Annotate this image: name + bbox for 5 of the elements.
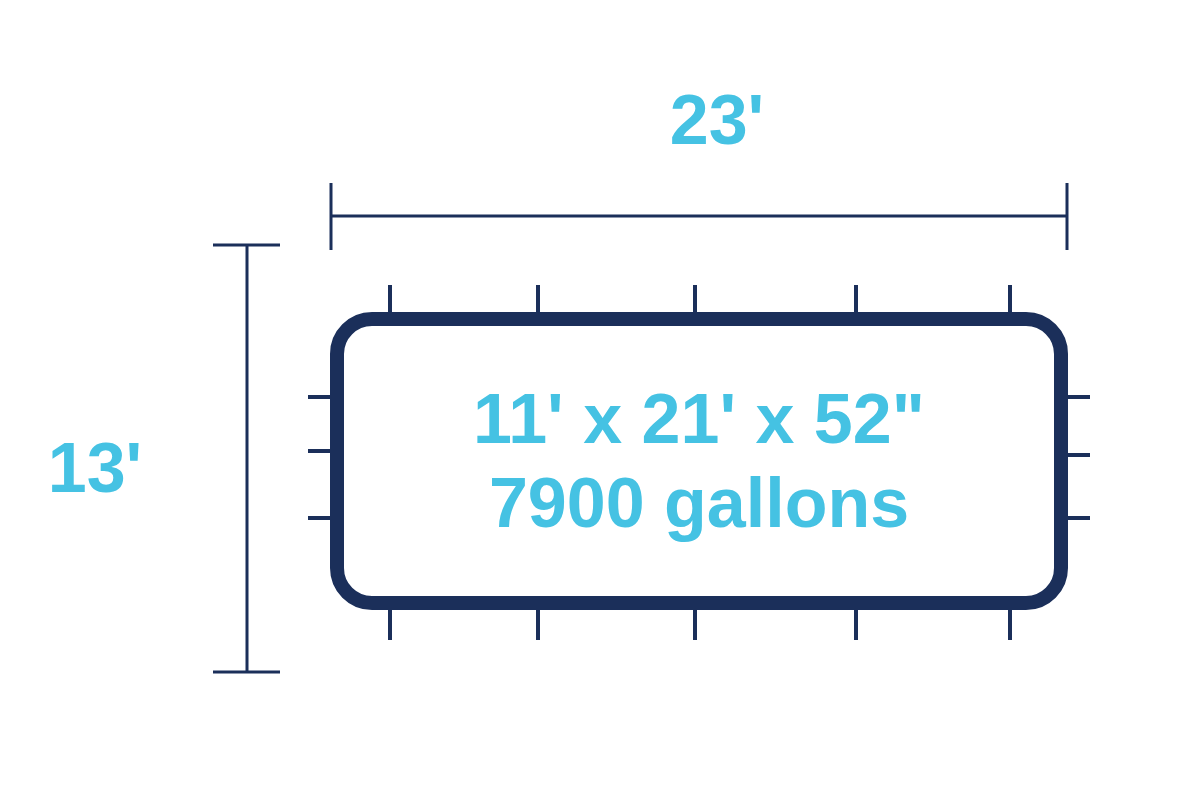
pool-dimensions: 11' x 21' x 52" [473,379,925,460]
dimension-label: 23' [669,80,765,160]
pool-volume: 7900 gallons [488,463,910,544]
pool-outline [330,312,1068,610]
dimension-label: 13' [47,428,143,508]
